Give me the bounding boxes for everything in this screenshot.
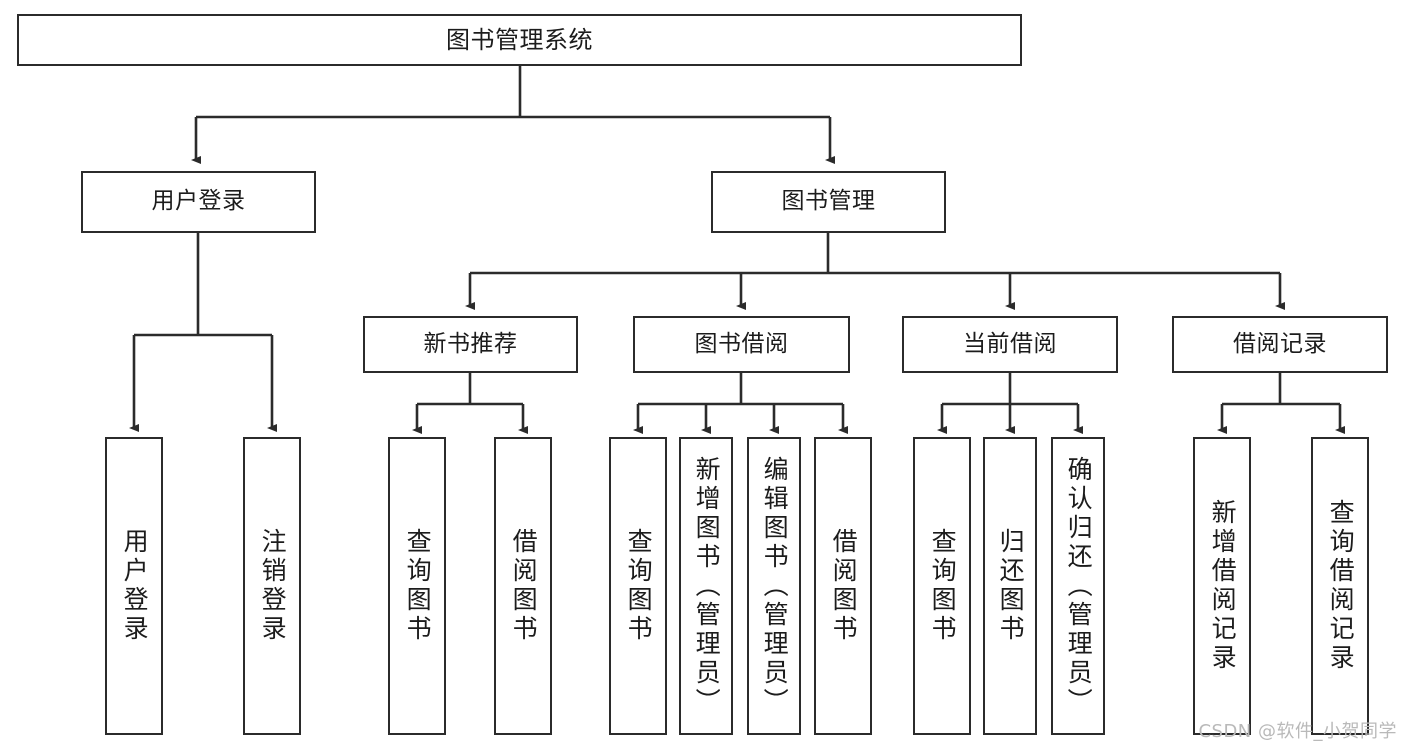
node-current-borrow[interactable]: 当前借阅 [902, 316, 1118, 373]
node-label: 查询借阅记录 [1326, 499, 1356, 673]
node-label: 新增借阅记录 [1208, 499, 1238, 673]
node-label: 借阅图书 [509, 528, 539, 644]
node-label: 当前借阅 [963, 330, 1057, 357]
node-user-login[interactable]: 用户登录 [81, 171, 316, 233]
node-label: 新书推荐 [423, 330, 518, 357]
node-label: 查询图书 [624, 528, 654, 644]
node-label: 编辑图书（管理员） [760, 455, 790, 717]
node-book-management[interactable]: 图书管理 [711, 171, 946, 233]
node-borrow-record[interactable]: 借阅记录 [1172, 316, 1388, 373]
leaf-return-book[interactable]: 归还图书 [983, 437, 1037, 735]
node-label: 确认归还（管理员） [1064, 455, 1094, 717]
node-label: 借阅图书 [829, 528, 859, 644]
node-root-system[interactable]: 图书管理系统 [17, 14, 1022, 66]
csdn-watermark: CSDN @软件_小贺同学 [1198, 721, 1397, 742]
leaf-add-book-admin[interactable]: 新增图书（管理员） [679, 437, 733, 735]
node-label: 新增图书（管理员） [692, 455, 722, 717]
node-book-borrow[interactable]: 图书借阅 [633, 316, 850, 373]
leaf-edit-book-admin[interactable]: 编辑图书（管理员） [747, 437, 801, 735]
node-label: 用户登录 [120, 528, 150, 644]
leaf-borrow-book-new[interactable]: 借阅图书 [494, 437, 552, 735]
node-label: 查询图书 [403, 528, 433, 644]
leaf-query-book-borrow[interactable]: 查询图书 [609, 437, 667, 735]
node-label: 图书借阅 [694, 330, 789, 357]
node-label: 查询图书 [928, 528, 958, 644]
leaf-query-book-new[interactable]: 查询图书 [388, 437, 446, 735]
leaf-confirm-return-admin[interactable]: 确认归还（管理员） [1051, 437, 1105, 735]
node-label: 借阅记录 [1233, 330, 1327, 357]
leaf-borrow-book[interactable]: 借阅图书 [814, 437, 872, 735]
node-label: 用户登录 [151, 188, 246, 215]
node-label: 图书管理 [781, 188, 876, 215]
node-label: 归还图书 [996, 528, 1026, 644]
node-label: 图书管理系统 [446, 25, 593, 54]
leaf-query-borrow-record[interactable]: 查询借阅记录 [1311, 437, 1369, 735]
leaf-logout[interactable]: 注销登录 [243, 437, 301, 735]
leaf-query-book-current[interactable]: 查询图书 [913, 437, 971, 735]
leaf-add-borrow-record[interactable]: 新增借阅记录 [1193, 437, 1251, 735]
node-new-book-recommend[interactable]: 新书推荐 [363, 316, 578, 373]
leaf-user-login[interactable]: 用户登录 [105, 437, 163, 735]
node-label: 注销登录 [258, 528, 288, 644]
